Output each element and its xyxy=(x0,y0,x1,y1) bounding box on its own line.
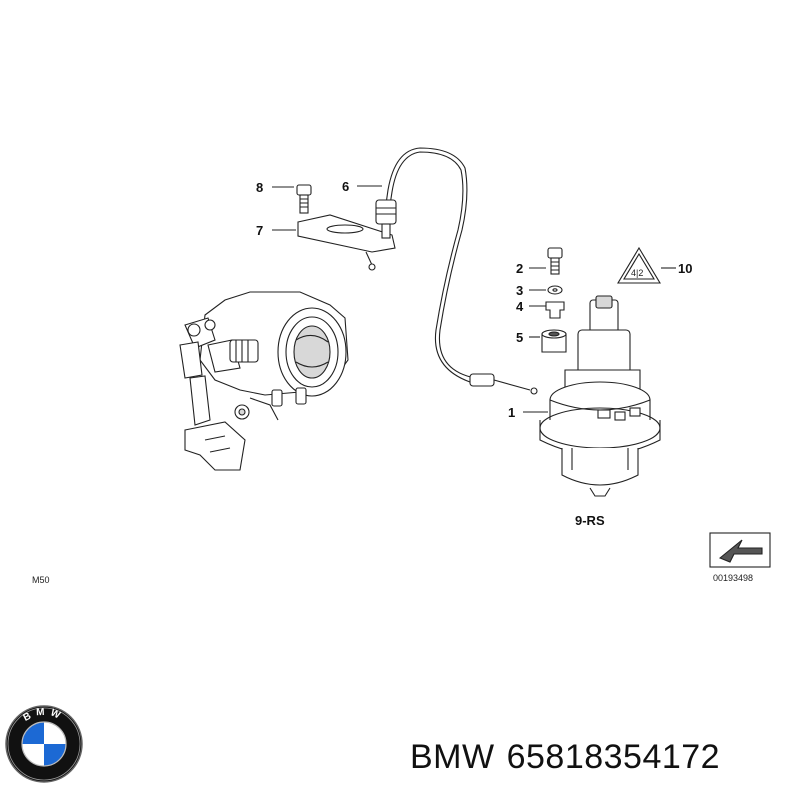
bmw-logo-icon: BMW xyxy=(5,705,83,783)
callout-2: 2 xyxy=(516,261,523,276)
warning-label: 4|2 xyxy=(631,268,643,278)
model-label: M50 xyxy=(32,575,50,585)
callout-10: 10 xyxy=(678,261,692,276)
bowden-cable xyxy=(375,147,538,395)
callout-9-rs: 9-RS xyxy=(575,513,605,528)
callout-1: 1 xyxy=(508,405,515,420)
callout-8: 8 xyxy=(256,180,263,195)
callout-5: 5 xyxy=(516,330,523,345)
bracket-assembly xyxy=(296,184,396,271)
callout-7: 7 xyxy=(256,223,263,238)
callout-4: 4 xyxy=(516,299,524,314)
part-number: 65818354172 xyxy=(506,738,721,776)
idle-actuator xyxy=(539,295,661,497)
reference-code: 00193498 xyxy=(713,573,753,583)
part-title: BMW 65818354172 xyxy=(410,738,732,777)
leader-lines xyxy=(272,185,676,413)
brand-name: BMW xyxy=(410,738,495,776)
throttle-body xyxy=(179,291,349,471)
reference-box: 00193498 xyxy=(709,532,771,583)
fastener-parts xyxy=(541,247,567,353)
warning-triangle: 4|2 xyxy=(617,246,661,284)
callout-3: 3 xyxy=(516,283,523,298)
callout-6: 6 xyxy=(342,179,349,194)
